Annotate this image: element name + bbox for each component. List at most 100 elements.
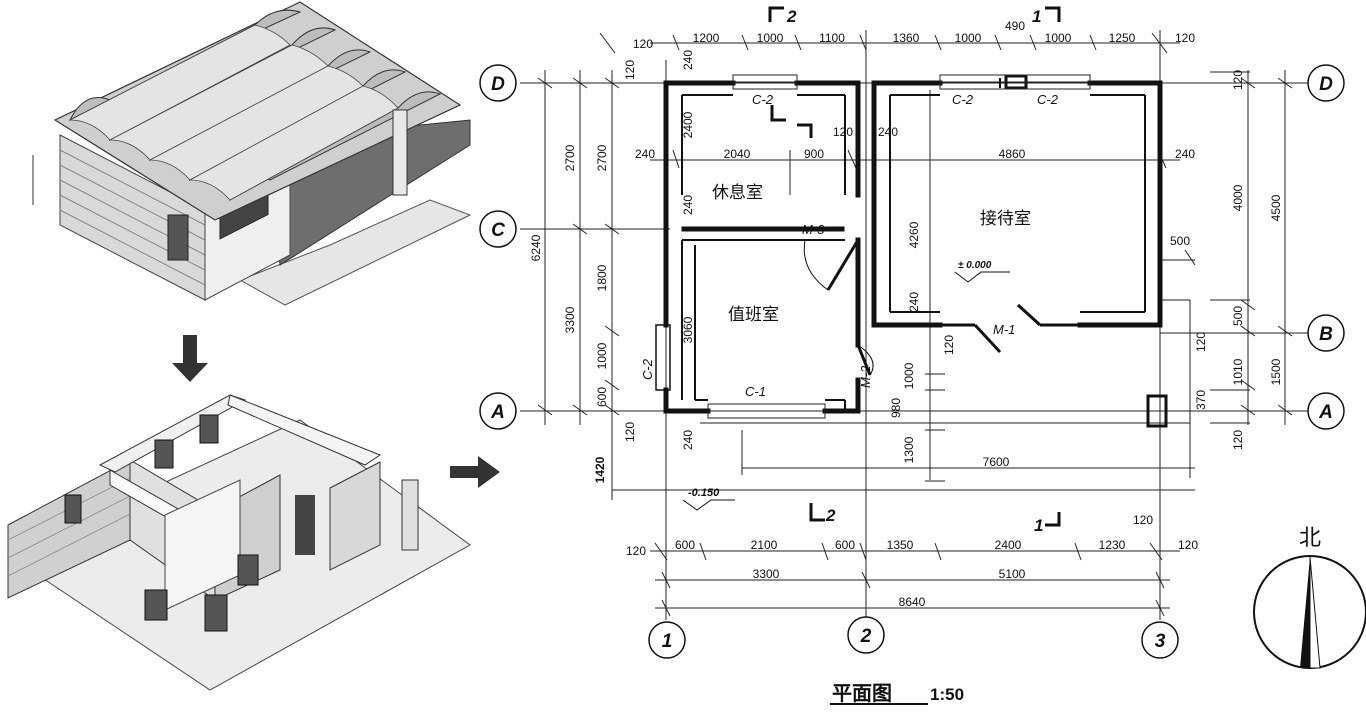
axis-bubble-A-left [479,392,517,430]
window-label-c2-c: C-2 [1037,92,1059,107]
axis-bubble-D-right [1307,64,1345,102]
window-label-c1: C-1 [745,384,766,399]
dim-right-500: 500 [1231,306,1245,326]
dim-top-7: 1000 [1045,31,1072,45]
axis-bubble-3 [1141,621,1179,659]
dim-side-500: 500 [1170,234,1190,248]
dim-bot2-0: 3300 [753,567,780,581]
dim-inner-240b: 240 [681,195,695,215]
dim-right-370: 370 [1194,390,1208,410]
dim-right-120b: 120 [1231,70,1245,90]
section-mark-2-bottom: 2 [825,506,836,525]
dim-right-120c: 120 [1231,430,1245,450]
roof-3d-model [32,1,472,306]
floor-plan [479,6,1345,659]
axis-label-A-left: A [490,402,505,423]
plan-scale: 1:50 [930,685,964,704]
section-mark-1-top: 1 [1032,7,1041,26]
axis-label-D-left: D [491,74,505,95]
dim-mid-3: 120 [833,125,853,139]
dim-center-1300: 1300 [902,436,916,463]
dim-bot1-7a: 120 [1133,513,1153,527]
dim-top-1: 1200 [693,31,720,45]
door-label-m3: M-3 [802,222,825,237]
dim-top-4: 1360 [893,31,920,45]
dim-center-980: 980 [889,398,903,418]
dim-right-1010: 1010 [1231,358,1245,385]
floor-level-label: ± 0.000 [958,260,992,271]
axis-bubble-D-left [479,64,517,102]
dim-top-9: 120 [1175,31,1195,45]
dim-right-120a: 120 [1194,332,1208,352]
dim-bot3: 8640 [899,595,926,609]
dim-top-5: 1000 [955,31,982,45]
dim-top-8: 1250 [1109,31,1136,45]
section-mark-2-top: 2 [786,7,797,26]
dim-side-7600: 7600 [983,455,1010,469]
dim-right-1500: 1500 [1269,358,1283,385]
axis-bubble-A-right [1307,392,1345,430]
dim-bot1-3: 600 [835,538,855,552]
dim-inner-3060: 3060 [681,316,695,343]
axis-bubble-C [479,210,517,248]
axis-label-1: 1 [662,631,673,652]
dim-bot1-5: 2400 [995,538,1022,552]
axis-label-2: 2 [860,626,872,647]
axis-label-C: C [491,220,505,241]
dim-bot1-4: 1350 [887,538,914,552]
outside-level-label: -0.150 [688,487,720,499]
north-arrow-icon [1253,555,1366,669]
window-label-c2-a: C-2 [752,92,774,107]
dim-inner-240c: 240 [681,430,695,450]
dim-inner-120b: 120 [623,422,637,442]
right-arrow-icon [450,456,500,488]
dim-left-outer: 6240 [529,234,543,261]
walls-3d-model [6,394,471,691]
dim-mid-5: 4860 [999,147,1026,161]
room-duty-label: 值班室 [728,305,779,324]
dim-mid-4: 240 [878,125,898,139]
dim-inner-2400: 2400 [681,111,695,138]
dim-inner-120a: 120 [623,60,637,80]
section-mark-1-bottom: 1 [1034,516,1043,535]
room-reception-label: 接待室 [980,209,1031,228]
axis-label-A-right: A [1318,402,1333,423]
axis-bubble-2 [847,616,885,654]
dim-left3-0: 2700 [595,144,609,171]
down-arrow-icon [172,335,208,382]
window-label-c2-b: C-2 [952,92,974,107]
dim-right-4500: 4500 [1269,194,1283,221]
dim-bot1-6: 1230 [1099,538,1126,552]
dim-mid-1: 2040 [724,147,751,161]
north-label: 北 [1299,525,1321,550]
dim-left2-1: 3300 [563,306,577,333]
window-label-c2-side: C-2 [640,358,655,380]
dim-center-1000: 1000 [902,362,916,389]
door-label-m1: M-1 [993,322,1015,337]
dim-bot2-1: 5100 [999,567,1026,581]
dim-bot1-2: 2100 [751,538,778,552]
dim-top-0: 120 [633,37,653,51]
dim-top-2: 1000 [757,31,784,45]
door-label-m2: M-2 [858,365,873,388]
dim-left3-3: 600 [595,387,609,407]
dim-mid-0: 240 [635,147,655,161]
axis-label-3: 3 [1155,631,1166,652]
dim-left3-1: 1800 [595,264,609,291]
dim-left3-2: 1000 [595,342,609,369]
dim-mid-2: 900 [804,147,824,161]
dim-bot1-7b: 120 [1178,538,1198,552]
axis-bubble-B [1307,314,1345,352]
dim-right-4000: 4000 [1231,184,1245,211]
axis-label-D-right: D [1319,74,1333,95]
dim-mid-6: 240 [1175,147,1195,161]
dim-center-4260: 4260 [907,221,921,248]
dim-top-3: 1100 [819,31,845,45]
dim-inner-240a: 240 [681,50,695,70]
dim-bot1-0: 120 [626,544,646,558]
dim-center-240: 240 [907,292,921,312]
dim-top-6: 490 [1005,19,1025,33]
dim-center-120: 120 [942,335,956,355]
